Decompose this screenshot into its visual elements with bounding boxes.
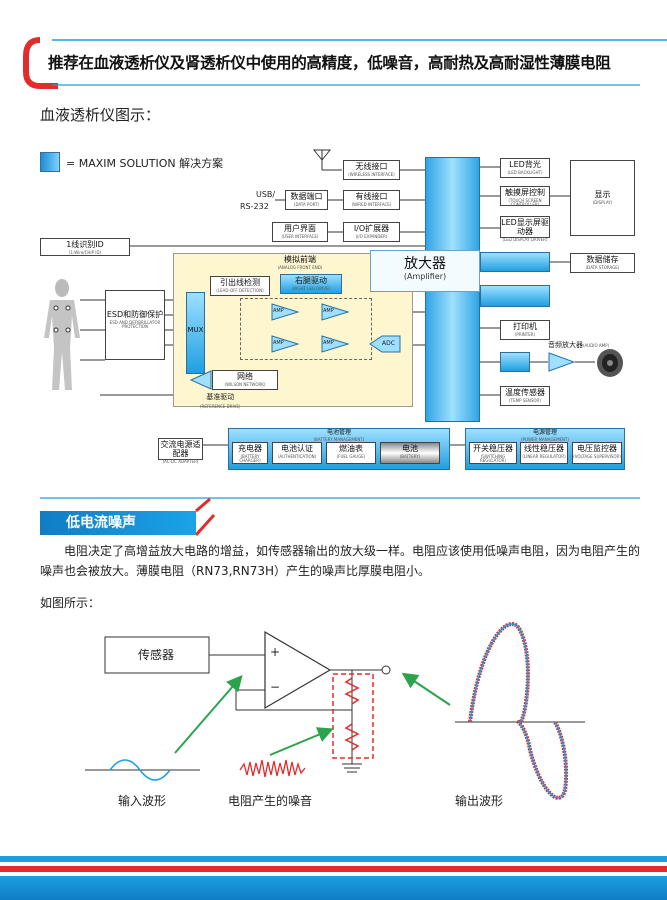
output-waveform-label: 输出波形 xyxy=(455,794,504,808)
speaker-icon xyxy=(597,349,623,377)
sensor-label: 传感器 xyxy=(138,648,175,662)
bus-block-3 xyxy=(500,352,530,372)
battery-auth: 电池认证(AUTHENTICATION) xyxy=(272,442,322,464)
audio-amp-symbol xyxy=(548,352,575,372)
opamp-plus: + xyxy=(270,645,281,659)
audio-amp-label: 音频放大器(AUDIO AMP) xyxy=(548,341,610,349)
section-paragraph: 电阻决定了高增益放大电路的增益，如传感器输出的放大级一样。电阻应该使用低噪声电阻… xyxy=(40,544,641,578)
footer-stripe-blue-2 xyxy=(0,876,667,900)
diagram-title: 血液透析仪图示： xyxy=(40,106,161,124)
section-decoration xyxy=(40,497,640,537)
data-port: 数据端口(DATA PORT) xyxy=(285,190,328,210)
block-diagram: 模拟前端(ANALOG FRONT END) 无线接口(WIRELESS INT… xyxy=(40,149,635,470)
wired-interface: 有线接口(WIRED INTERFACE) xyxy=(343,190,400,210)
opamp-minus: − xyxy=(270,680,281,694)
amp-label-3: AMP xyxy=(273,340,284,346)
switching-regulator: 开关稳压器(SWITCHING REGULATOR) xyxy=(469,442,517,464)
bus-block-1 xyxy=(480,252,550,272)
voltage-supervisor: 电压监控器(VOLTAGE SUPERVISOR) xyxy=(572,442,622,464)
fuel-gauge: 燃油表(FUEL GAUGE) xyxy=(326,442,376,464)
led-backlight: LED背光(LED BACKLIGHT) xyxy=(500,158,550,178)
amp-label-1: AMP xyxy=(273,308,284,314)
amp-label-4: AMP xyxy=(323,340,334,346)
amplifier-callout: 放大器(Amplifier) xyxy=(370,250,480,292)
adc-label: ADC xyxy=(382,340,395,347)
user-interface: 用户界面(USER INTERFACE) xyxy=(272,222,328,242)
reference-drive: 基准驱动(REFERENCE DRIVE) xyxy=(200,393,241,409)
ac-adapter: 交流电源适配器(AC-DC ADAPTER) xyxy=(158,438,203,464)
header-title: 推荐在血液透析仪及肾透析仪中使用的高精度，低噪音，高耐热及高耐湿性薄膜电阻 xyxy=(48,54,611,72)
display: 显示(DISPLAY) xyxy=(570,160,635,236)
amp-grid-region xyxy=(240,298,372,360)
footer-stripe-red xyxy=(0,866,667,872)
wilson-network: 网络(WILSON NETWORK) xyxy=(212,370,278,390)
legend-text: = MAXIM SOLUTION 解决方案 xyxy=(66,157,224,170)
bus-block-2 xyxy=(480,285,550,307)
battery-charger: 充电器(BATTERY CHARGER) xyxy=(232,442,268,464)
human-body-icon xyxy=(44,279,80,390)
right-leg-drive: 右腿驱动(RIGHT LEG DRIVE) xyxy=(280,274,342,294)
mux-block: MUX xyxy=(186,292,205,374)
lead-off-detection: 引出线检测(LEAD-OFF DETECTION) xyxy=(210,276,270,296)
noise-circuit-figure xyxy=(85,622,585,800)
io-expander: I/O扩展器(I/O EXPANDER) xyxy=(343,222,400,242)
analog-front-end-label: 模拟前端(ANALOG FRONT END) xyxy=(277,255,323,270)
printer: 打印机(PRINTER) xyxy=(500,320,550,340)
amp-symbols xyxy=(271,303,401,353)
legend-swatch xyxy=(40,152,60,172)
touch-controller: 触摸屏控制(TOUCH SCREEN CONTROLLER) xyxy=(500,186,550,207)
footer-stripe-blue-1 xyxy=(0,856,667,862)
rs232-label: RS-232 xyxy=(240,202,269,211)
linear-regulator: 线性稳压器(LINEAR REGULATOR) xyxy=(520,442,568,464)
battery: 电池(BATTERY) xyxy=(380,442,440,464)
onewire-id: 1线识别ID(1-Wire/CHIP ID) xyxy=(40,238,130,256)
figure-caption: 如图所示： xyxy=(40,596,101,610)
amp-label-2: AMP xyxy=(323,308,334,314)
data-storage: 数据储存(DATA STORAGE) xyxy=(570,253,635,273)
wireless-interface: 无线接口(WIRELESS INTERFACE) xyxy=(343,160,400,180)
header-decoration xyxy=(23,37,667,89)
led-display-driver: LED显示屏驱动器(LED DISPLAY DRIVER) xyxy=(500,216,550,242)
input-waveform-label: 输入波形 xyxy=(118,794,167,808)
usb-label: USB/ xyxy=(256,190,276,199)
temp-sensor: 温度传感器(TEMP SENSOR) xyxy=(500,386,550,406)
ref-amp-symbol xyxy=(190,370,212,390)
noise-label: 电阻产生的噪音 xyxy=(228,794,313,808)
section-title: 低电流噪声 xyxy=(40,511,196,535)
